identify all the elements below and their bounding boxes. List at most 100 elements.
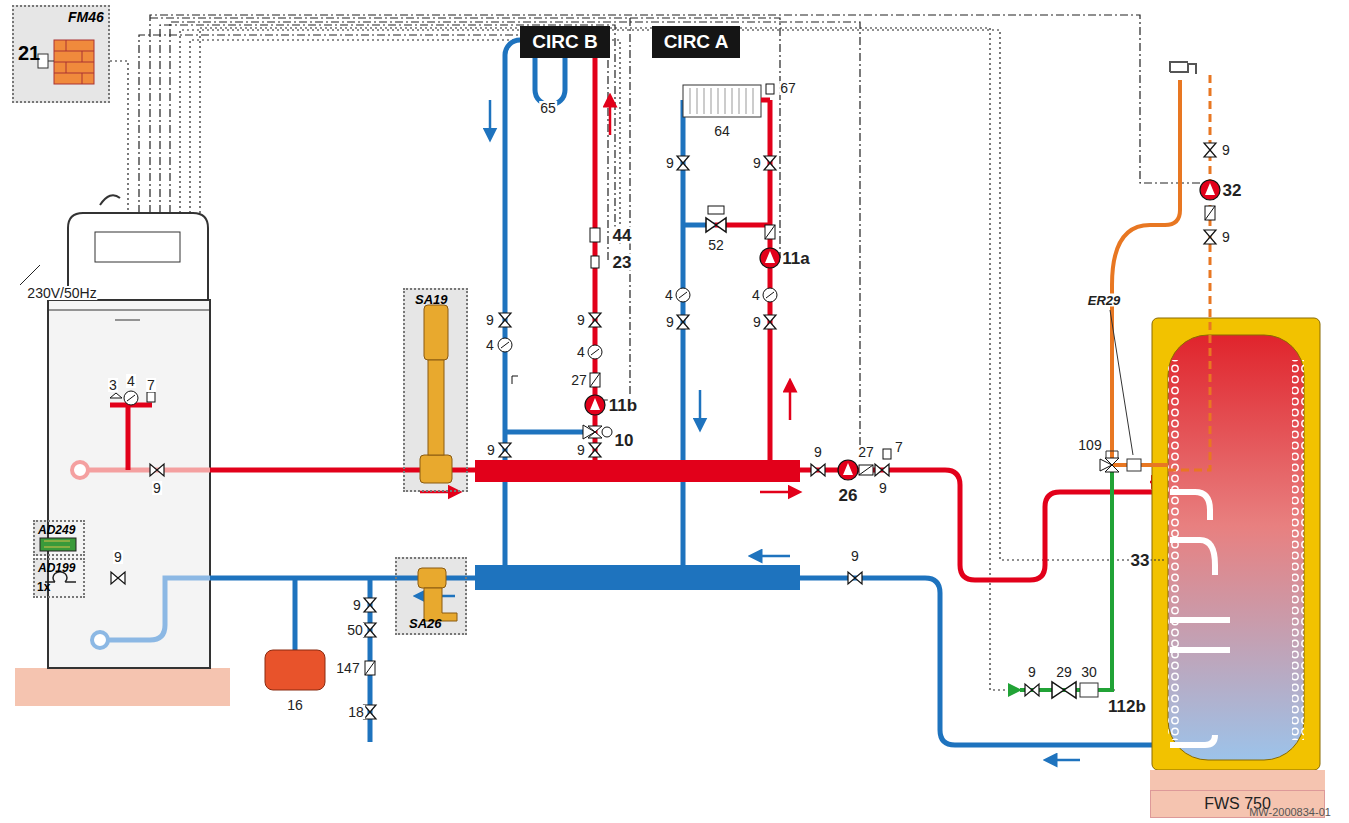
valve-symbol	[764, 156, 776, 170]
check-valve	[590, 373, 600, 387]
callout-number: 147	[335, 661, 360, 675]
pump-symbol	[843, 463, 853, 475]
pump-symbol	[590, 398, 600, 410]
valve-head	[708, 206, 724, 214]
callout-number: 9	[352, 598, 362, 612]
option-box: FM4621	[12, 5, 110, 103]
pump-symbol	[760, 248, 780, 268]
option-box: SA26	[395, 557, 467, 635]
valve-symbol	[875, 464, 889, 476]
gauge-symbol	[763, 288, 777, 302]
callout-number: 18	[347, 705, 365, 719]
valve-symbol	[364, 598, 376, 612]
thermostat	[590, 228, 600, 242]
pump-symbol	[585, 395, 605, 415]
option-box: AD249	[33, 520, 85, 556]
gauge-symbol	[124, 391, 138, 405]
callout-number: 33	[1130, 552, 1151, 569]
check-valve	[590, 373, 600, 387]
option-box: SA19	[403, 288, 468, 492]
callout-number: 4	[664, 288, 674, 302]
node-text: SA26	[409, 617, 477, 631]
valve-symbol	[706, 218, 726, 232]
safety-valve	[110, 393, 122, 398]
callout-number: 3	[108, 378, 118, 392]
callout-number: 29	[1055, 665, 1073, 679]
callout-number: 9	[113, 550, 123, 564]
actuator	[602, 427, 612, 437]
check-valve	[1205, 206, 1215, 220]
valve-symbol	[589, 313, 601, 327]
callout-number: 65	[539, 101, 557, 115]
valve-symbol	[1204, 143, 1216, 157]
check-valve	[859, 465, 873, 475]
check-valve	[765, 225, 775, 239]
callout-number: 9	[1027, 665, 1037, 679]
callout-number: 9	[485, 313, 495, 327]
valve-symbol	[677, 156, 689, 170]
node-text: 1x	[37, 581, 85, 594]
valve-symbol	[1025, 684, 1039, 696]
callout-number: 9	[665, 156, 675, 170]
callout-number: 230V/50Hz	[26, 286, 97, 300]
callout-number: 27	[570, 373, 588, 387]
callout-number: 9	[752, 156, 762, 170]
valve-symbol	[1052, 682, 1076, 698]
callout-number: 9	[878, 481, 888, 495]
callout-number: 11a	[781, 250, 810, 267]
callout-number: 9	[813, 445, 823, 459]
callout-number: 4	[126, 374, 136, 388]
valve-symbol	[150, 464, 164, 476]
node-text: 21	[18, 42, 112, 64]
valve-symbol	[364, 623, 376, 637]
air-vent	[147, 392, 155, 402]
node-text: CIRC B	[532, 32, 597, 53]
callout-number: 9	[576, 313, 586, 327]
circuit-tag: CIRC A	[652, 26, 740, 58]
callout-number: 67	[779, 81, 797, 95]
pump-symbol	[765, 251, 775, 263]
node-text: CIRC A	[664, 32, 729, 53]
callout-number: ER29	[1087, 294, 1122, 307]
node-text: SA19	[415, 293, 476, 307]
valve-symbol	[589, 443, 601, 457]
callout-number: 9	[1221, 143, 1231, 157]
callout-number: 32	[1222, 182, 1243, 199]
callout-number: 7	[894, 440, 904, 454]
drawing-number: MW-2000834-01	[1248, 807, 1332, 818]
callout-number: 50	[346, 623, 364, 637]
pump-symbol	[1200, 180, 1220, 200]
callout-number: 112b	[1107, 698, 1147, 715]
gauge-symbol	[501, 342, 509, 348]
valve-symbol	[111, 572, 125, 584]
callout-number: 7	[146, 378, 156, 392]
callout-number: 4	[485, 338, 495, 352]
valve-symbol	[499, 313, 511, 327]
valve-symbol	[848, 572, 862, 584]
option-box: AD1991x	[33, 558, 85, 598]
check-valve	[859, 465, 873, 475]
gauge-symbol	[127, 395, 135, 401]
callout-number: 9	[850, 549, 860, 563]
callout-number: 26	[838, 487, 859, 504]
pump-symbol	[1205, 183, 1215, 195]
gauge-symbol	[766, 292, 774, 298]
callout-number: 23	[612, 254, 633, 271]
node-text: FM46	[68, 10, 162, 25]
circuit-tag: CIRC B	[520, 26, 610, 58]
callout-number: 9	[1221, 230, 1231, 244]
callout-number: 4	[751, 288, 761, 302]
callout-number: 64	[713, 124, 731, 138]
callout-number: 9	[486, 443, 496, 457]
callout-number: 52	[707, 238, 725, 252]
check-valve	[765, 225, 775, 239]
callout-number: 9	[665, 315, 675, 329]
valve-symbol	[677, 315, 689, 329]
check-valve	[365, 661, 375, 675]
valve-symbol	[811, 464, 825, 476]
gauge-symbol	[591, 349, 599, 355]
node-text: AD249	[38, 524, 86, 537]
valve-symbol	[764, 315, 776, 329]
valve-symbol	[1204, 230, 1216, 244]
